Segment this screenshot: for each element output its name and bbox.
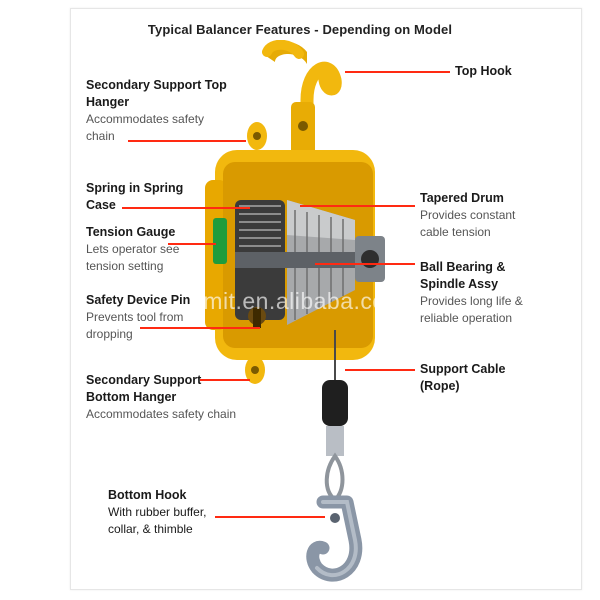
label-secondary-bottom-hanger-heading: Secondary Support Bottom Hanger: [86, 373, 202, 404]
bottom-hook-icon: [306, 495, 363, 582]
label-tapered-drum-heading: Tapered Drum: [420, 191, 504, 205]
label-secondary-top-hanger: Secondary Support Top Hanger Accommodate…: [86, 77, 251, 145]
leader-line-secondary-top-hanger: [128, 140, 246, 142]
leader-line-tension-gauge: [168, 243, 216, 245]
leader-line-secondary-bottom-hanger: [200, 379, 250, 381]
label-secondary-top-hanger-heading: Secondary Support Top Hanger: [86, 78, 227, 109]
leader-line-spring-case: [122, 207, 250, 209]
label-spring-case: Spring in Spring Case: [86, 180, 206, 214]
label-ball-bearing-spindle-heading: Ball Bearing & Spindle Assy: [420, 260, 506, 291]
label-support-cable: Support Cable (Rope): [420, 361, 530, 395]
label-tension-gauge-desc: Lets operator see tension setting: [86, 242, 180, 273]
label-secondary-bottom-hanger: Secondary Support Bottom Hanger Accommod…: [86, 372, 246, 423]
label-spring-case-heading: Spring in Spring Case: [86, 181, 184, 212]
label-tension-gauge-heading: Tension Gauge: [86, 225, 176, 239]
top-hanger-icon: [247, 122, 267, 150]
figure-title: Typical Balancer Features - Depending on…: [147, 22, 453, 37]
label-tension-gauge: Tension Gauge Lets operator see tension …: [86, 224, 206, 275]
bottom-hanger-icon: [245, 356, 265, 384]
leader-line-top-hook: [345, 71, 450, 73]
label-bottom-hook: Bottom Hook With rubber buffer, collar, …: [108, 487, 218, 538]
watermark: hmit.en.alibaba.com: [190, 288, 406, 314]
label-safety-device-pin-heading: Safety Device Pin: [86, 293, 191, 307]
label-bottom-hook-desc: With rubber buffer, collar, & thimble: [108, 505, 207, 536]
top-hook-icon: [262, 40, 342, 160]
label-secondary-top-hanger-desc: Accommodates safety chain: [86, 112, 205, 143]
label-ball-bearing-spindle-desc: Provides long life & reliable operation: [420, 294, 523, 325]
label-support-cable-heading: Support Cable (Rope): [420, 362, 506, 393]
label-safety-device-pin: Safety Device Pin Prevents tool from dro…: [86, 292, 206, 343]
leader-line-safety-device-pin: [140, 327, 260, 329]
balancer-illustration: [205, 40, 385, 582]
label-tapered-drum-desc: Provides constant cable tension: [420, 208, 516, 239]
label-ball-bearing-spindle: Ball Bearing & Spindle Assy Provides lon…: [420, 259, 540, 327]
label-top-hook-heading: Top Hook: [455, 64, 512, 78]
label-safety-device-pin-desc: Prevents tool from dropping: [86, 310, 184, 341]
label-bottom-hook-heading: Bottom Hook: [108, 488, 187, 502]
leader-line-tapered-drum: [300, 205, 415, 207]
label-tapered-drum: Tapered Drum Provides constant cable ten…: [420, 190, 540, 241]
leader-line-support-cable: [345, 369, 415, 371]
label-secondary-bottom-hanger-desc: Accommodates safety chain: [86, 407, 237, 421]
leader-line-ball-bearing-spindle: [315, 263, 415, 265]
leader-line-bottom-hook: [215, 516, 325, 518]
safety-device-pin-icon: [248, 307, 266, 328]
label-top-hook: Top Hook: [455, 63, 555, 80]
